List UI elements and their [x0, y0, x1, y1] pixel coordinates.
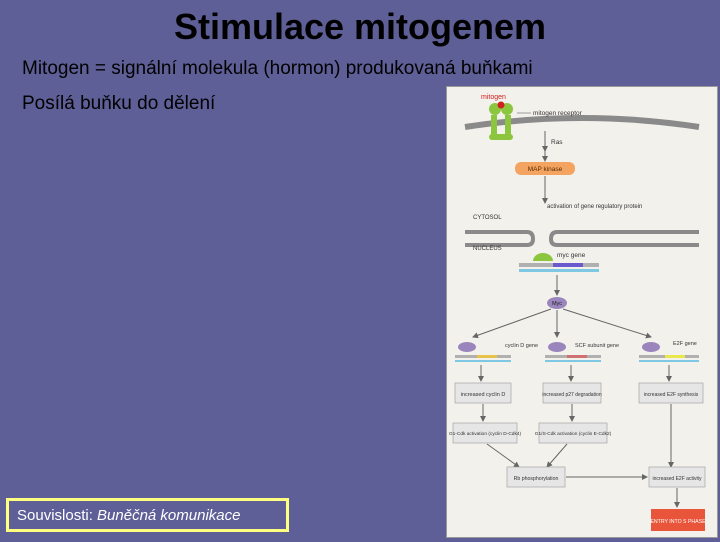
myc-gene-label: myc gene	[557, 252, 586, 259]
mitogen-term: Mitogen	[22, 58, 90, 79]
mitogen-definition: Mitogen = signální molekula (hormon) pro…	[22, 58, 533, 80]
g1s-cdk-label: G1/S-Cdk activation (cyclin E-Cdk2)	[535, 431, 612, 437]
mitogen-pathway-diagram: mitogen mitogen receptor Ras MAP kinase …	[446, 86, 718, 538]
scf-gene-label: SCF subunit gene	[575, 343, 619, 349]
related-topics-box[interactable]: Souvislosti: Buněčná komunikace	[6, 498, 289, 532]
gene-regulatory-protein-icon	[533, 253, 553, 261]
g1-cdk-box	[452, 422, 518, 444]
map-kinase-box	[515, 162, 575, 175]
plasma-membrane	[464, 115, 700, 130]
nuclear-envelope-left	[465, 230, 536, 247]
nucleus-label: NUCLEUS	[473, 246, 502, 252]
e2f-gene-label: E2F gene	[673, 341, 697, 347]
related-link[interactable]: Buněčná komunikace	[97, 507, 241, 524]
entry-s-phase-label: ENTRY INTO S PHASE	[650, 519, 706, 525]
entry-s-phase-box	[651, 509, 705, 531]
slide-title: Stimulace mitogenem	[173, 6, 547, 47]
increased-degradation-box	[542, 382, 602, 404]
g1s-cdk-box	[538, 422, 608, 444]
increased-synthesis-box	[638, 382, 704, 404]
e2f-gene: E2F gene	[639, 341, 699, 362]
mitogen-definition-text: = signální molekula (hormon) produkovaná…	[89, 58, 533, 79]
myc-protein-icon	[547, 297, 567, 309]
rb-label: Rb phosphorylation	[514, 476, 559, 482]
cytosol-label: CYTOSOL	[473, 215, 502, 221]
increased-cyclin-d-box	[454, 382, 512, 404]
map-kinase-label: MAP kinase	[528, 166, 563, 173]
mitogen-effect-text: Posílá buňku do dělení	[22, 93, 216, 114]
nuclear-envelope-right	[548, 230, 699, 247]
increased-cyclin-d-label: increased cyclin D	[461, 392, 506, 398]
cyclin-d-gene-label: cyclin D gene	[505, 343, 538, 349]
ras-label: Ras	[551, 139, 563, 146]
mitogen-receptor-icon	[489, 101, 513, 140]
increased-degradation-label: increased p27 degradation	[542, 392, 601, 398]
scf-gene: SCF subunit gene	[545, 342, 619, 362]
related-label: Souvislosti:	[17, 507, 93, 524]
increased-synthesis-label: increased E2F synthesis	[644, 392, 699, 398]
receptor-label: mitogen receptor	[533, 110, 583, 117]
e2f-activity-label: increased E2F activity	[653, 476, 702, 482]
pathway-svg: mitogen mitogen receptor Ras MAP kinase …	[449, 94, 706, 531]
myc-label: Myc	[552, 301, 562, 307]
activation-label: activation of gene regulatory protein	[547, 204, 642, 210]
e2f-activity-box	[648, 466, 706, 488]
cyclin-d-gene: cyclin D gene	[455, 342, 538, 362]
rb-box	[506, 466, 566, 488]
g1-cdk-label: G1-Cdk activation (cyclin D-Cdk4)	[449, 431, 522, 437]
mitogen-label: mitogen	[481, 94, 506, 101]
